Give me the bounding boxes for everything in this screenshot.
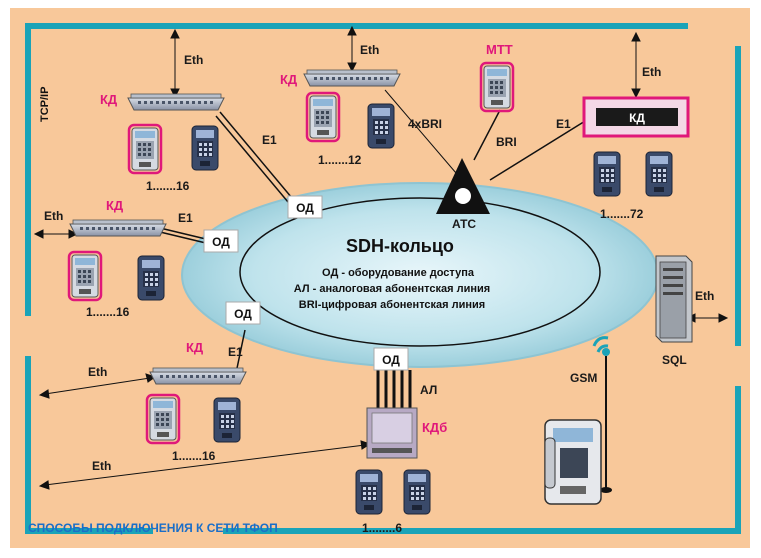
od-label-3: ОД bbox=[234, 307, 252, 321]
eth-arrows bbox=[33, 25, 729, 490]
range-72: 1.......72 bbox=[600, 207, 644, 221]
e1-label-3: E1 bbox=[228, 345, 243, 359]
frame bbox=[25, 23, 741, 534]
od-boxes bbox=[203, 195, 409, 371]
range-16-bottom-left: 1.......16 bbox=[172, 449, 216, 463]
eth-label-2: Eth bbox=[360, 43, 379, 57]
range-12: 1.......12 bbox=[318, 153, 362, 167]
legend-al: АЛ - аналоговая абонентская линия bbox=[294, 283, 490, 295]
four-bri-label: 4xBRI bbox=[408, 117, 442, 131]
range-6: 1........6 bbox=[362, 521, 402, 535]
kd-label-mid-left: КД bbox=[106, 198, 124, 213]
eth-label-7: Eth bbox=[695, 289, 714, 303]
kd-right-label: КД bbox=[629, 111, 645, 125]
od-label-1: ОД bbox=[296, 201, 314, 215]
kd-hub-top-center bbox=[303, 69, 401, 87]
bri-label: BRI bbox=[496, 135, 517, 149]
caption: СПОСОБЫ ПОДКЛЮЧЕНИЯ К СЕТИ ТФОП bbox=[28, 521, 278, 535]
od-label-4: ОД bbox=[382, 353, 400, 367]
gsm-antenna bbox=[592, 336, 612, 493]
e1-label-1: E1 bbox=[262, 133, 277, 147]
kd-hub-top-left bbox=[127, 93, 225, 111]
eth-label-4: Eth bbox=[44, 209, 63, 223]
kd-label-top-center: КД bbox=[280, 72, 298, 87]
kd-box-right: КД bbox=[582, 96, 690, 138]
legend-bri: BRI-цифровая абонентская линия bbox=[299, 299, 485, 311]
ats-triangle bbox=[436, 158, 490, 214]
eth-label-1: Eth bbox=[184, 53, 203, 67]
e1-label-4: E1 bbox=[556, 117, 571, 131]
eth-label-5: Eth bbox=[88, 365, 107, 379]
eth-label-3: Eth bbox=[642, 65, 661, 79]
kdb-box bbox=[366, 407, 418, 459]
ats-label: АТС bbox=[452, 217, 476, 231]
eth-label-6: Eth bbox=[92, 459, 111, 473]
kd-hub-mid-left bbox=[69, 219, 167, 237]
tcpip-label: TCP/IP bbox=[39, 87, 51, 122]
gsm-label: GSM bbox=[570, 371, 597, 385]
od-label-2: ОД bbox=[212, 235, 230, 249]
sql-label: SQL bbox=[662, 353, 687, 367]
mtt-label: МТТ bbox=[486, 42, 513, 57]
connection-lines bbox=[159, 89, 591, 408]
range-16-top-left: 1.......16 bbox=[146, 179, 190, 193]
al-label: АЛ bbox=[420, 383, 437, 397]
kd-label-bottom-left: КД bbox=[186, 340, 204, 355]
e1-label-2: E1 bbox=[178, 211, 193, 225]
sql-server bbox=[655, 255, 693, 343]
legend-od: ОД - оборудование доступа bbox=[322, 267, 475, 279]
kd-label-top-left: КД bbox=[100, 92, 118, 107]
ring-title: SDH-кольцо bbox=[346, 236, 454, 256]
payphone-large bbox=[544, 419, 602, 505]
range-16-mid-left: 1.......16 bbox=[86, 305, 130, 319]
kdb-label: КДб bbox=[422, 420, 447, 435]
kd-hub-bottom-left bbox=[149, 367, 247, 385]
